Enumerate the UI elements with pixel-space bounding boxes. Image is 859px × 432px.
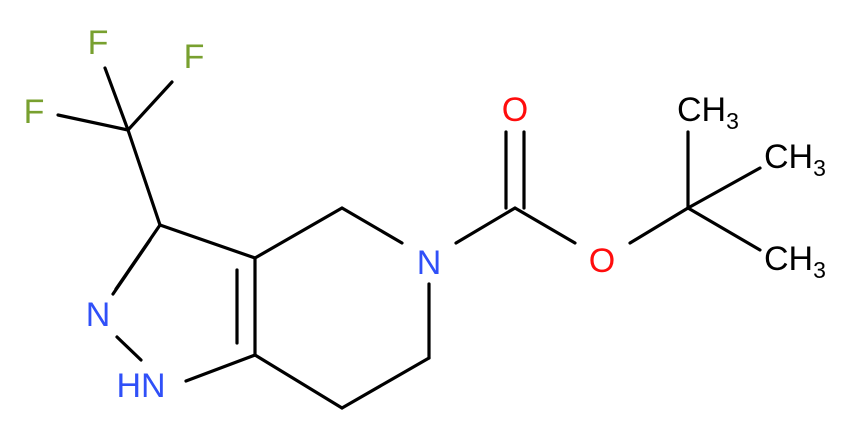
fluorine-label-left: F bbox=[24, 93, 45, 131]
bond-c6-c7 bbox=[340, 356, 431, 410]
fluorine-label-right: F bbox=[184, 38, 205, 76]
methyl-label-top: CH3 bbox=[677, 91, 739, 134]
methyl-label-mid-main: CH bbox=[764, 138, 813, 176]
bond-n2-n1 bbox=[115, 335, 143, 362]
nitrogen-label-n5: N bbox=[417, 244, 442, 282]
nitrogen-label-n2: N bbox=[86, 296, 111, 334]
bond-cf3-c3 bbox=[126, 128, 162, 227]
oxygen-label-ester: O bbox=[589, 242, 615, 280]
atom-labels: F F F N HN N O O CH3 CH3 CH3 bbox=[24, 24, 826, 405]
bond-cf3-f-right bbox=[126, 80, 174, 132]
bond-oester-cquat bbox=[628, 206, 690, 245]
bonds bbox=[56, 66, 762, 410]
bond-n5-ccarbonyl bbox=[454, 206, 517, 245]
bond-cf3-f-left bbox=[56, 113, 130, 132]
methyl-label-mid-sub: 3 bbox=[813, 155, 826, 181]
bond-n1-c7a bbox=[184, 353, 257, 383]
methyl-label-bot-main: CH bbox=[764, 240, 813, 278]
bond-cquat-ch3-mid bbox=[686, 166, 762, 210]
methyl-label-middle: CH3 bbox=[764, 138, 826, 181]
bond-cquat-ch3-bot bbox=[686, 206, 762, 252]
bond-c4-n5 bbox=[340, 206, 404, 245]
bond-c7-c7a bbox=[253, 353, 344, 410]
bond-ccarbonyl-oester bbox=[513, 206, 577, 245]
bond-c3a-c4 bbox=[253, 206, 344, 260]
bond-c3a-c3 bbox=[158, 223, 257, 260]
fluorine-label-top: F bbox=[88, 24, 109, 62]
methyl-label-top-main: CH bbox=[677, 91, 726, 129]
bond-c3-n2-inner bbox=[111, 238, 152, 296]
bond-cf3-f-top bbox=[103, 66, 130, 132]
methyl-label-bottom: CH3 bbox=[764, 240, 826, 283]
nitrogen-label-n1h: HN bbox=[116, 367, 165, 405]
oxygen-label-carbonyl: O bbox=[502, 91, 528, 129]
methyl-label-bot-sub: 3 bbox=[813, 257, 826, 283]
methyl-label-top-sub: 3 bbox=[726, 108, 739, 134]
